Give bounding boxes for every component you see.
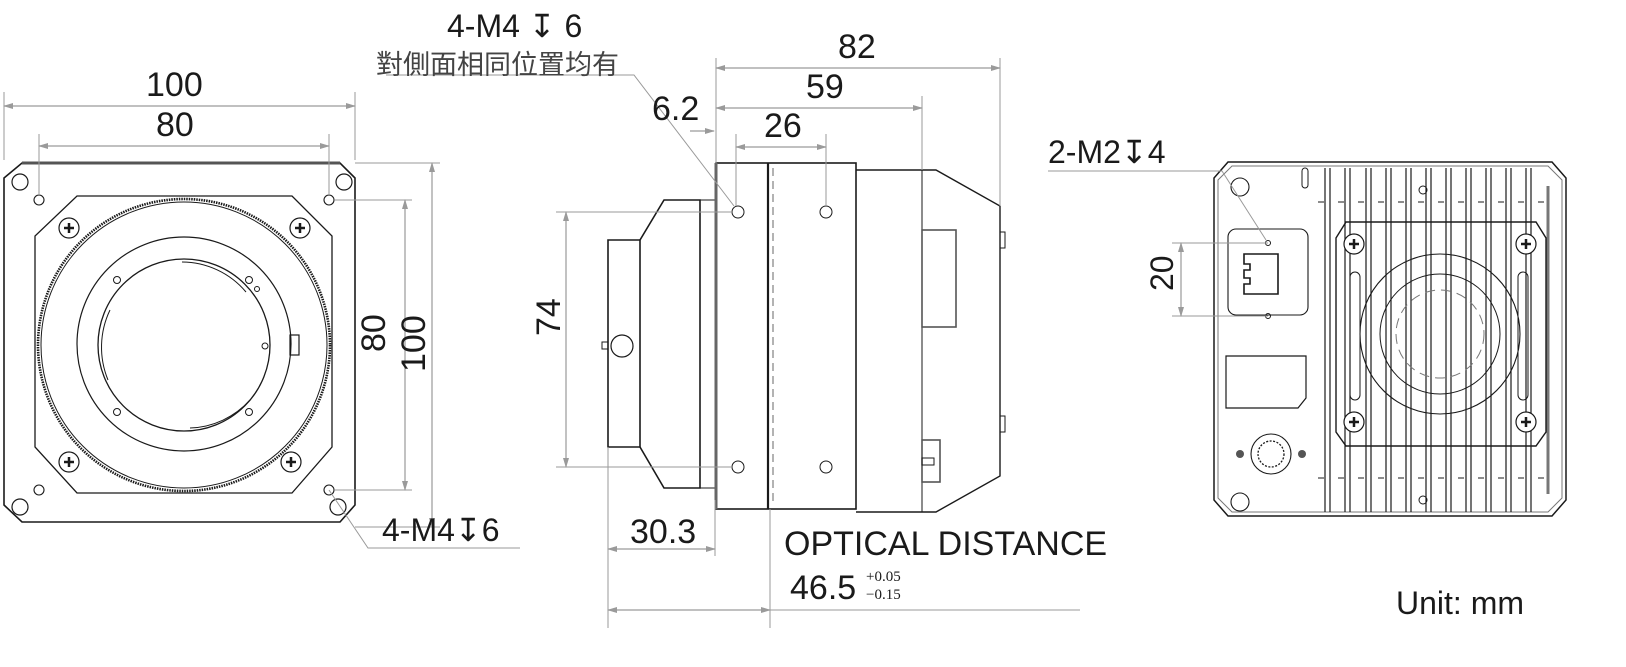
fan-screw-icon <box>1343 233 1537 433</box>
rear-hole-callout: 2-M2↧4 <box>1048 134 1166 170</box>
optical-distance-value: 46.5 <box>790 569 857 607</box>
io-connector-icon <box>1250 433 1292 475</box>
side-hole-spacing-26-label: 26 <box>764 107 802 145</box>
front-width-100-label: 100 <box>146 66 203 104</box>
front-hole-callout: 4-M4↧6 <box>382 512 500 548</box>
fan-frame <box>1335 221 1547 447</box>
heatsink-fins <box>1324 168 1532 512</box>
lens-release-button-icon <box>289 334 300 356</box>
side-mount-depth-label: 30.3 <box>630 513 697 551</box>
lens-mount-bore <box>97 258 271 432</box>
optical-distance-label: OPTICAL DISTANCE <box>784 525 1108 563</box>
front-inner-octagon <box>34 195 333 494</box>
optical-tolerance-plus: +0.05 <box>866 569 901 585</box>
rear-hole-spacing-20-label: 20 <box>1144 255 1180 291</box>
side-view <box>386 58 1080 628</box>
side-length-82-label: 82 <box>838 28 876 66</box>
front-outer-plate <box>3 162 356 523</box>
front-view <box>3 92 520 549</box>
front-hole-spacing-80-label: 80 <box>156 106 194 144</box>
side-hole-note: 對側面相同位置均有 <box>376 50 619 81</box>
front-height-100-label: 100 <box>395 315 433 372</box>
rj45-port-icon <box>1243 253 1279 295</box>
corner-hole-icon <box>11 173 29 191</box>
rear-view <box>1048 161 1567 517</box>
screw-icon <box>58 217 311 473</box>
lens-mount-flange <box>76 236 292 452</box>
side-hole-spacing-74-label: 74 <box>530 298 568 336</box>
fan-icon <box>1359 253 1521 415</box>
lens-mount-outer-ring <box>36 197 332 493</box>
side-flange-offset-label: 6.2 <box>652 90 700 128</box>
side-body-59-label: 59 <box>806 68 844 106</box>
front-hole-spacing-v-80-label: 80 <box>355 314 393 352</box>
optical-tolerance-minus: −0.15 <box>866 587 901 603</box>
unit-label: Unit: mm <box>1396 585 1524 621</box>
side-hole-callout: 4-M4 ↧ 6 <box>447 8 583 44</box>
